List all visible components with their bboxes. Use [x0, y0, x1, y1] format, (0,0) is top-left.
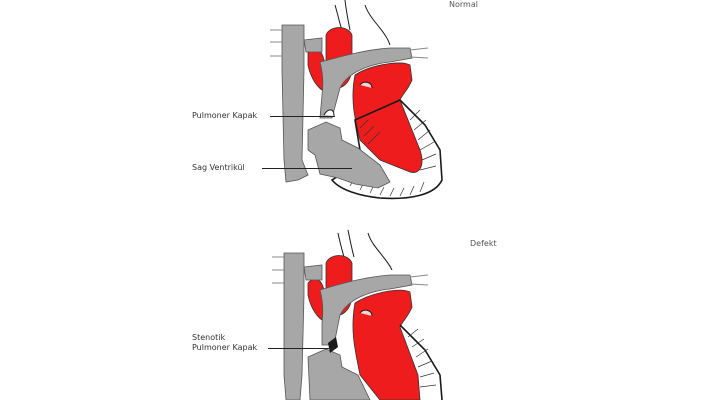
normal-title: Normal: [449, 0, 478, 9]
stenotic-valve-label-line2: Pulmoner Kapak: [192, 343, 258, 352]
right-ventricle-leader-line: [262, 168, 352, 169]
defect-title: Defekt: [470, 239, 497, 248]
right-ventricle-label: Sag Ventrikül: [192, 163, 245, 172]
stenotic-valve-label: Stenotik Pulmoner Kapak: [192, 333, 257, 353]
pulmonary-valve-leader-line: [270, 116, 335, 117]
defect-heart-illustration: [272, 229, 443, 400]
pulmonary-valve-label: Pulmoner Kapak: [192, 111, 258, 120]
normal-heart-illustration: [270, 0, 443, 200]
normal-heart-panel: Normal P: [192, 0, 478, 200]
stenotic-valve-label-line1: Stenotik: [192, 333, 226, 342]
stenotic-valve-leader-line: [268, 348, 336, 349]
defect-heart-panel: Defekt Stenotik Pulmoner Kapak: [0, 225, 710, 400]
